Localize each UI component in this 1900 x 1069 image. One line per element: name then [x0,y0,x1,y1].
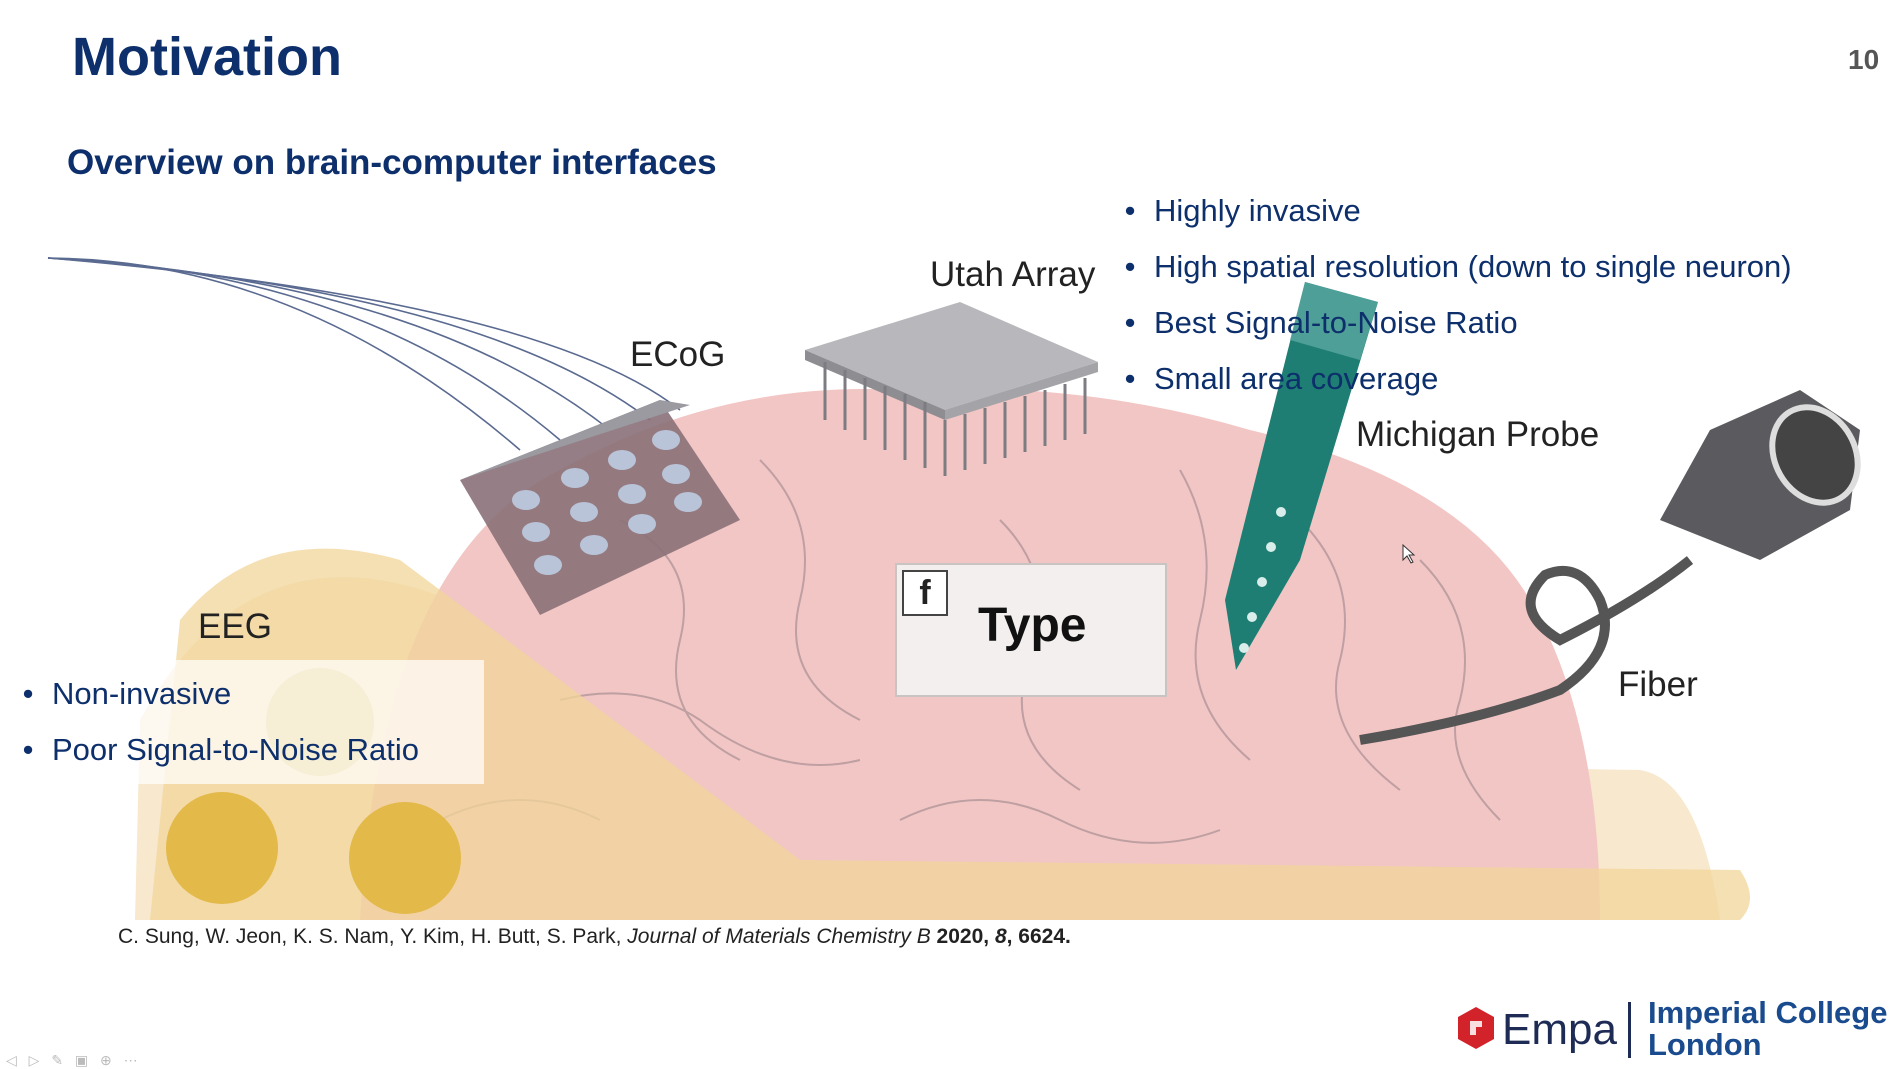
ecog-wires [47,257,681,451]
slide-subtitle: Overview on brain-computer interfaces [67,143,717,182]
ecog-contacts [512,430,702,575]
label-utah-array: Utah Array [930,255,1096,294]
slide-title: Motivation [72,27,342,87]
bullet-dot: • [1124,193,1136,228]
noninvasive-bullet-list: •Non-invasive •Poor Signal-to-Noise Rati… [0,660,484,784]
bullet-item: •Small area coverage [1120,351,1792,407]
page-number: 10 [1848,44,1880,75]
bullet-item: •Highly invasive [1120,183,1792,239]
bullet-dot: • [22,732,34,767]
bullet-dot: • [22,676,34,711]
bullet-dot: • [1124,305,1136,340]
citation: C. Sung, W. Jeon, K. S. Nam, Y. Kim, H. … [118,925,1071,949]
cursor-icon [1402,543,1416,564]
empa-logo-icon [1458,1007,1494,1049]
citation-journal: Journal of Materials Chemistry B [627,925,931,948]
citation-volume: 8 [994,925,1007,948]
eeg-electrode [166,792,278,904]
citation-authors: C. Sung, W. Jeon, K. S. Nam, Y. Kim, H. … [118,925,622,948]
type-overlay-text[interactable]: Type [978,599,1087,652]
bullet-item: •High spatial resolution (down to single… [1120,239,1792,295]
format-f-icon[interactable]: f [902,570,948,616]
fiber-optic [1359,390,1861,745]
type-overlay-box[interactable] [895,563,1167,697]
eeg-electrode [349,802,461,914]
utah-array [805,302,1098,476]
bullet-item: •Best Signal-to-Noise Ratio [1120,295,1792,351]
label-eeg: EEG [198,607,272,646]
imperial-logo: Imperial College London [1648,995,1888,1062]
bullet-item: •Non-invasive [18,666,484,722]
bullet-dot: • [1124,361,1136,396]
label-michigan-probe: Michigan Probe [1356,415,1600,454]
michigan-probe [1225,282,1378,670]
citation-pages: , 6624. [1006,925,1071,948]
bullet-item: •Poor Signal-to-Noise Ratio [18,722,484,778]
label-fiber: Fiber [1618,665,1698,704]
logo-divider [1628,1002,1631,1058]
eeg-band [150,548,1750,920]
label-ecog: ECoG [630,335,726,374]
citation-year: 2020, [936,925,990,948]
invasive-bullet-list: •Highly invasive •High spatial resolutio… [1120,183,1792,407]
empa-logo-text: Empa [1502,1005,1617,1054]
slideshow-controls[interactable]: ◁ ▷ ✎ ▣ ⊕ ⋯ [6,1052,142,1068]
bullet-dot: • [1124,249,1136,284]
